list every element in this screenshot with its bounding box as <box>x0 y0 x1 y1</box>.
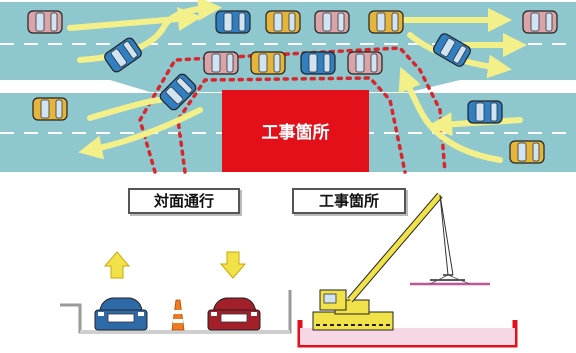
car-icon <box>215 10 251 34</box>
arrow-down-icon <box>219 251 247 279</box>
car-icon <box>27 10 63 34</box>
cross-section-view <box>60 192 518 348</box>
car-icon <box>314 10 350 34</box>
car-icon <box>32 97 68 121</box>
car-icon <box>509 140 545 164</box>
car-icon <box>347 51 383 75</box>
traffic-cone-icon <box>171 299 185 331</box>
car-rear-icon <box>207 297 261 331</box>
car-icon <box>522 10 558 34</box>
traffic-cone-lines <box>138 46 447 174</box>
car-icon <box>300 51 336 75</box>
car-icon <box>250 51 286 75</box>
car-icon <box>467 100 503 124</box>
work-zone-caption: 工事箇所 <box>292 188 406 214</box>
car-icon <box>368 10 404 34</box>
car-icon <box>203 51 239 75</box>
two-way-traffic-label: 対面通行 <box>128 188 240 214</box>
car-icon <box>265 10 301 34</box>
arrow-up-icon <box>103 251 131 279</box>
crane-icon <box>312 192 490 331</box>
work-zone-label: 工事箇所 <box>261 123 330 143</box>
car-rear-icon <box>94 297 148 331</box>
work-zone-block <box>222 90 369 172</box>
